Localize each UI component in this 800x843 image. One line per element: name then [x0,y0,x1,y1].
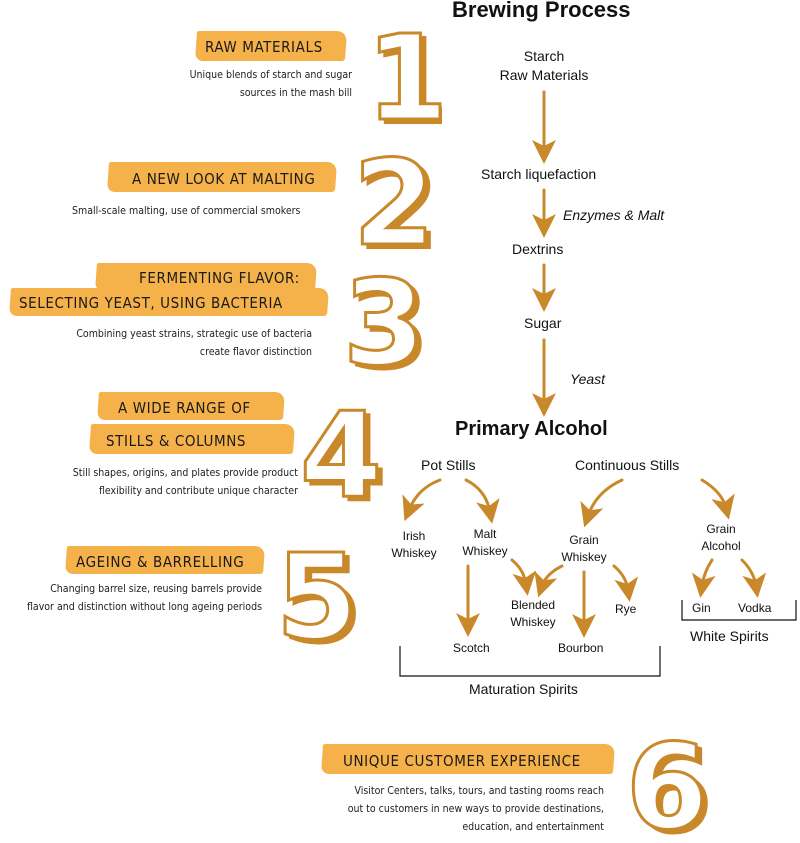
svg-text:6: 6 [631,722,713,843]
arrow-malt-to-blended [510,558,537,596]
number-4-icon: 4 4 [299,386,389,511]
number-2-icon: 2 2 [352,136,442,256]
section-desc-malting: Small-scale malting, use of commercial s… [72,205,301,217]
node-primary-alcohol: Primary Alcohol [455,418,608,440]
svg-text:3: 3 [348,258,430,376]
arrow-alcohol-to-vodka [740,558,767,598]
flow-title: Brewing Process [452,0,631,22]
svg-text:1: 1 [366,14,442,134]
label-enzymes: Enzymes & Malt [563,207,665,223]
node-pot-stills: Pot Stills [421,457,476,473]
svg-text:4: 4 [305,390,387,511]
node-continuous-stills: Continuous Stills [575,457,680,473]
bracket-maturation-spirits [399,646,661,677]
svg-text:1: 1 [371,14,442,134]
svg-text:2: 2 [358,138,440,256]
section-desc-stills: Still shapes, origins, and plates provid… [72,467,298,497]
node-blended-whiskey: Blended Whiskey [510,598,556,629]
number-6-icon: 6 6 [625,718,715,843]
node-vodka: Vodka [738,601,772,615]
section-title-stills-1: A WIDE RANGE OF [118,399,251,417]
section-desc-customer: Visitor Centers, talks, tours, and tasti… [347,785,604,833]
section-desc-ageing: Changing barrel size, reusing barrels pr… [26,583,262,613]
node-dextrins: Dextrins [512,241,564,257]
svg-text:5: 5 [276,528,358,653]
number-1-icon: 1 1 [365,14,443,134]
bracket-white-spirits [681,600,797,621]
section-title-stills-2: STILLS & COLUMNS [106,432,247,450]
svg-text:2: 2 [353,136,435,256]
node-malt-whiskey: Malt Whiskey [462,527,508,558]
node-starch: Starch Raw Materials [499,48,589,83]
node-grain-whiskey: Grain Whiskey [561,533,607,564]
label-yeast: Yeast [570,371,606,387]
node-liquefaction: Starch liquefaction [481,166,597,182]
section-title-malting: A NEW LOOK AT MALTING [132,170,316,188]
arrow-pot-to-irish [402,478,442,522]
number-3-icon: 3 3 [342,256,432,376]
node-grain-alcohol: Grain Alcohol [701,522,741,553]
arrow-pot-to-malt [464,478,500,524]
section-title-ageing: AGEING & BARRELLING [76,553,245,571]
section-desc-fermenting: Combining yeast strains, strategic use o… [76,328,312,358]
svg-text:5: 5 [281,532,363,653]
number-5-icon: 5 5 [275,528,365,653]
arrow-continuous-to-grain-whiskey [580,478,624,528]
node-gin: Gin [692,601,711,615]
node-irish-whiskey: Irish Whiskey [391,529,437,560]
arrow-alcohol-to-gin [691,558,716,598]
section-title-raw-materials: RAW MATERIALS [205,38,323,56]
arrow-grain-to-blended [534,564,564,598]
label-maturation-spirits: Maturation Spirits [469,681,578,697]
arrow-continuous-to-grain-alcohol [700,478,735,520]
svg-text:4: 4 [300,386,382,511]
node-scotch: Scotch [453,641,490,655]
section-title-fermenting-1: FERMENTING FLAVOR: [139,269,300,287]
label-white-spirits: White Spirits [690,628,769,644]
svg-text:3: 3 [343,256,425,376]
node-sugar: Sugar [524,315,562,331]
node-bourbon: Bourbon [558,641,604,655]
svg-text:6: 6 [626,718,708,843]
section-desc-raw-materials: Unique blends of starch and sugar source… [189,69,352,99]
section-title-fermenting-2: SELECTING YEAST, USING BACTERIA [19,294,283,312]
arrow-grain-to-rye [612,564,639,602]
node-rye: Rye [615,602,637,616]
section-title-customer: UNIQUE CUSTOMER EXPERIENCE [343,752,581,770]
